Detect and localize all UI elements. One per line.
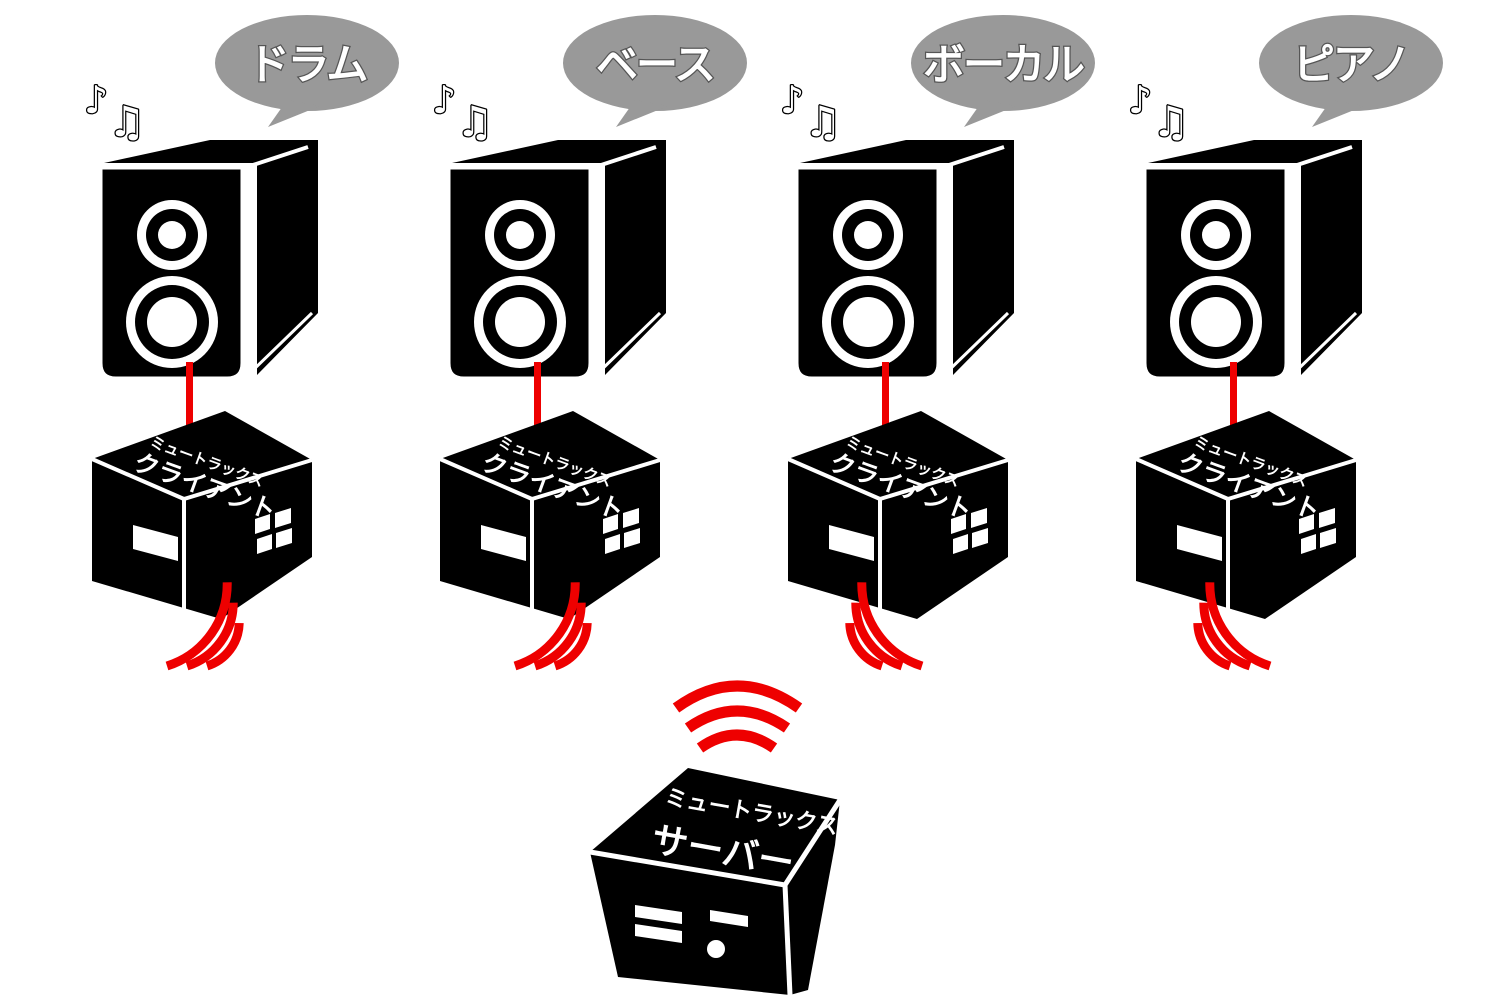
music-notes-icon: ♪♫ xyxy=(83,77,147,148)
note-double: ♫ xyxy=(1152,97,1190,146)
note-single: ♪ xyxy=(84,78,108,122)
cable xyxy=(186,362,193,438)
music-notes-icon: ♪♫ xyxy=(779,77,843,148)
speech-bubble: ベース xyxy=(563,15,747,127)
speaker-icon xyxy=(448,140,666,379)
note-single: ♪ xyxy=(780,78,804,122)
speech-bubble: ドラム xyxy=(215,15,399,127)
cable xyxy=(882,362,889,438)
note-double: ♫ xyxy=(108,97,146,146)
server-wireless-signal-icon xyxy=(672,680,803,753)
note-double: ♫ xyxy=(804,97,842,146)
channel-label: ピアノ xyxy=(1293,40,1409,89)
channel-label: ボーカル xyxy=(923,40,1084,89)
cable xyxy=(534,362,541,438)
speaker-icon xyxy=(100,140,318,379)
speaker-icon xyxy=(1144,140,1362,379)
cable xyxy=(1230,362,1237,438)
speaker-icon xyxy=(796,140,1014,379)
music-notes-icon: ♪♫ xyxy=(431,77,495,148)
server-box-icon: ミュートラックス サーバー xyxy=(590,768,840,995)
music-notes-icon: ♪♫ xyxy=(1127,77,1191,148)
wireless-signal-icon xyxy=(845,582,924,671)
wireless-signal-icon xyxy=(513,582,592,671)
client-channels: ドラム♪♫ミュートラックスクライアントベース♪♫ミュートラックスクライアントボー… xyxy=(83,15,1443,671)
channel-label: ドラム xyxy=(248,40,368,89)
note-single: ♪ xyxy=(1128,78,1152,122)
note-double: ♫ xyxy=(456,97,494,146)
speech-bubble: ボーカル xyxy=(911,15,1095,127)
note-single: ♪ xyxy=(432,78,456,122)
wireless-signal-icon xyxy=(165,582,244,671)
wireless-signal-icon xyxy=(1193,582,1272,671)
channel-label: ベース xyxy=(596,40,714,89)
speech-bubble: ピアノ xyxy=(1259,15,1443,127)
